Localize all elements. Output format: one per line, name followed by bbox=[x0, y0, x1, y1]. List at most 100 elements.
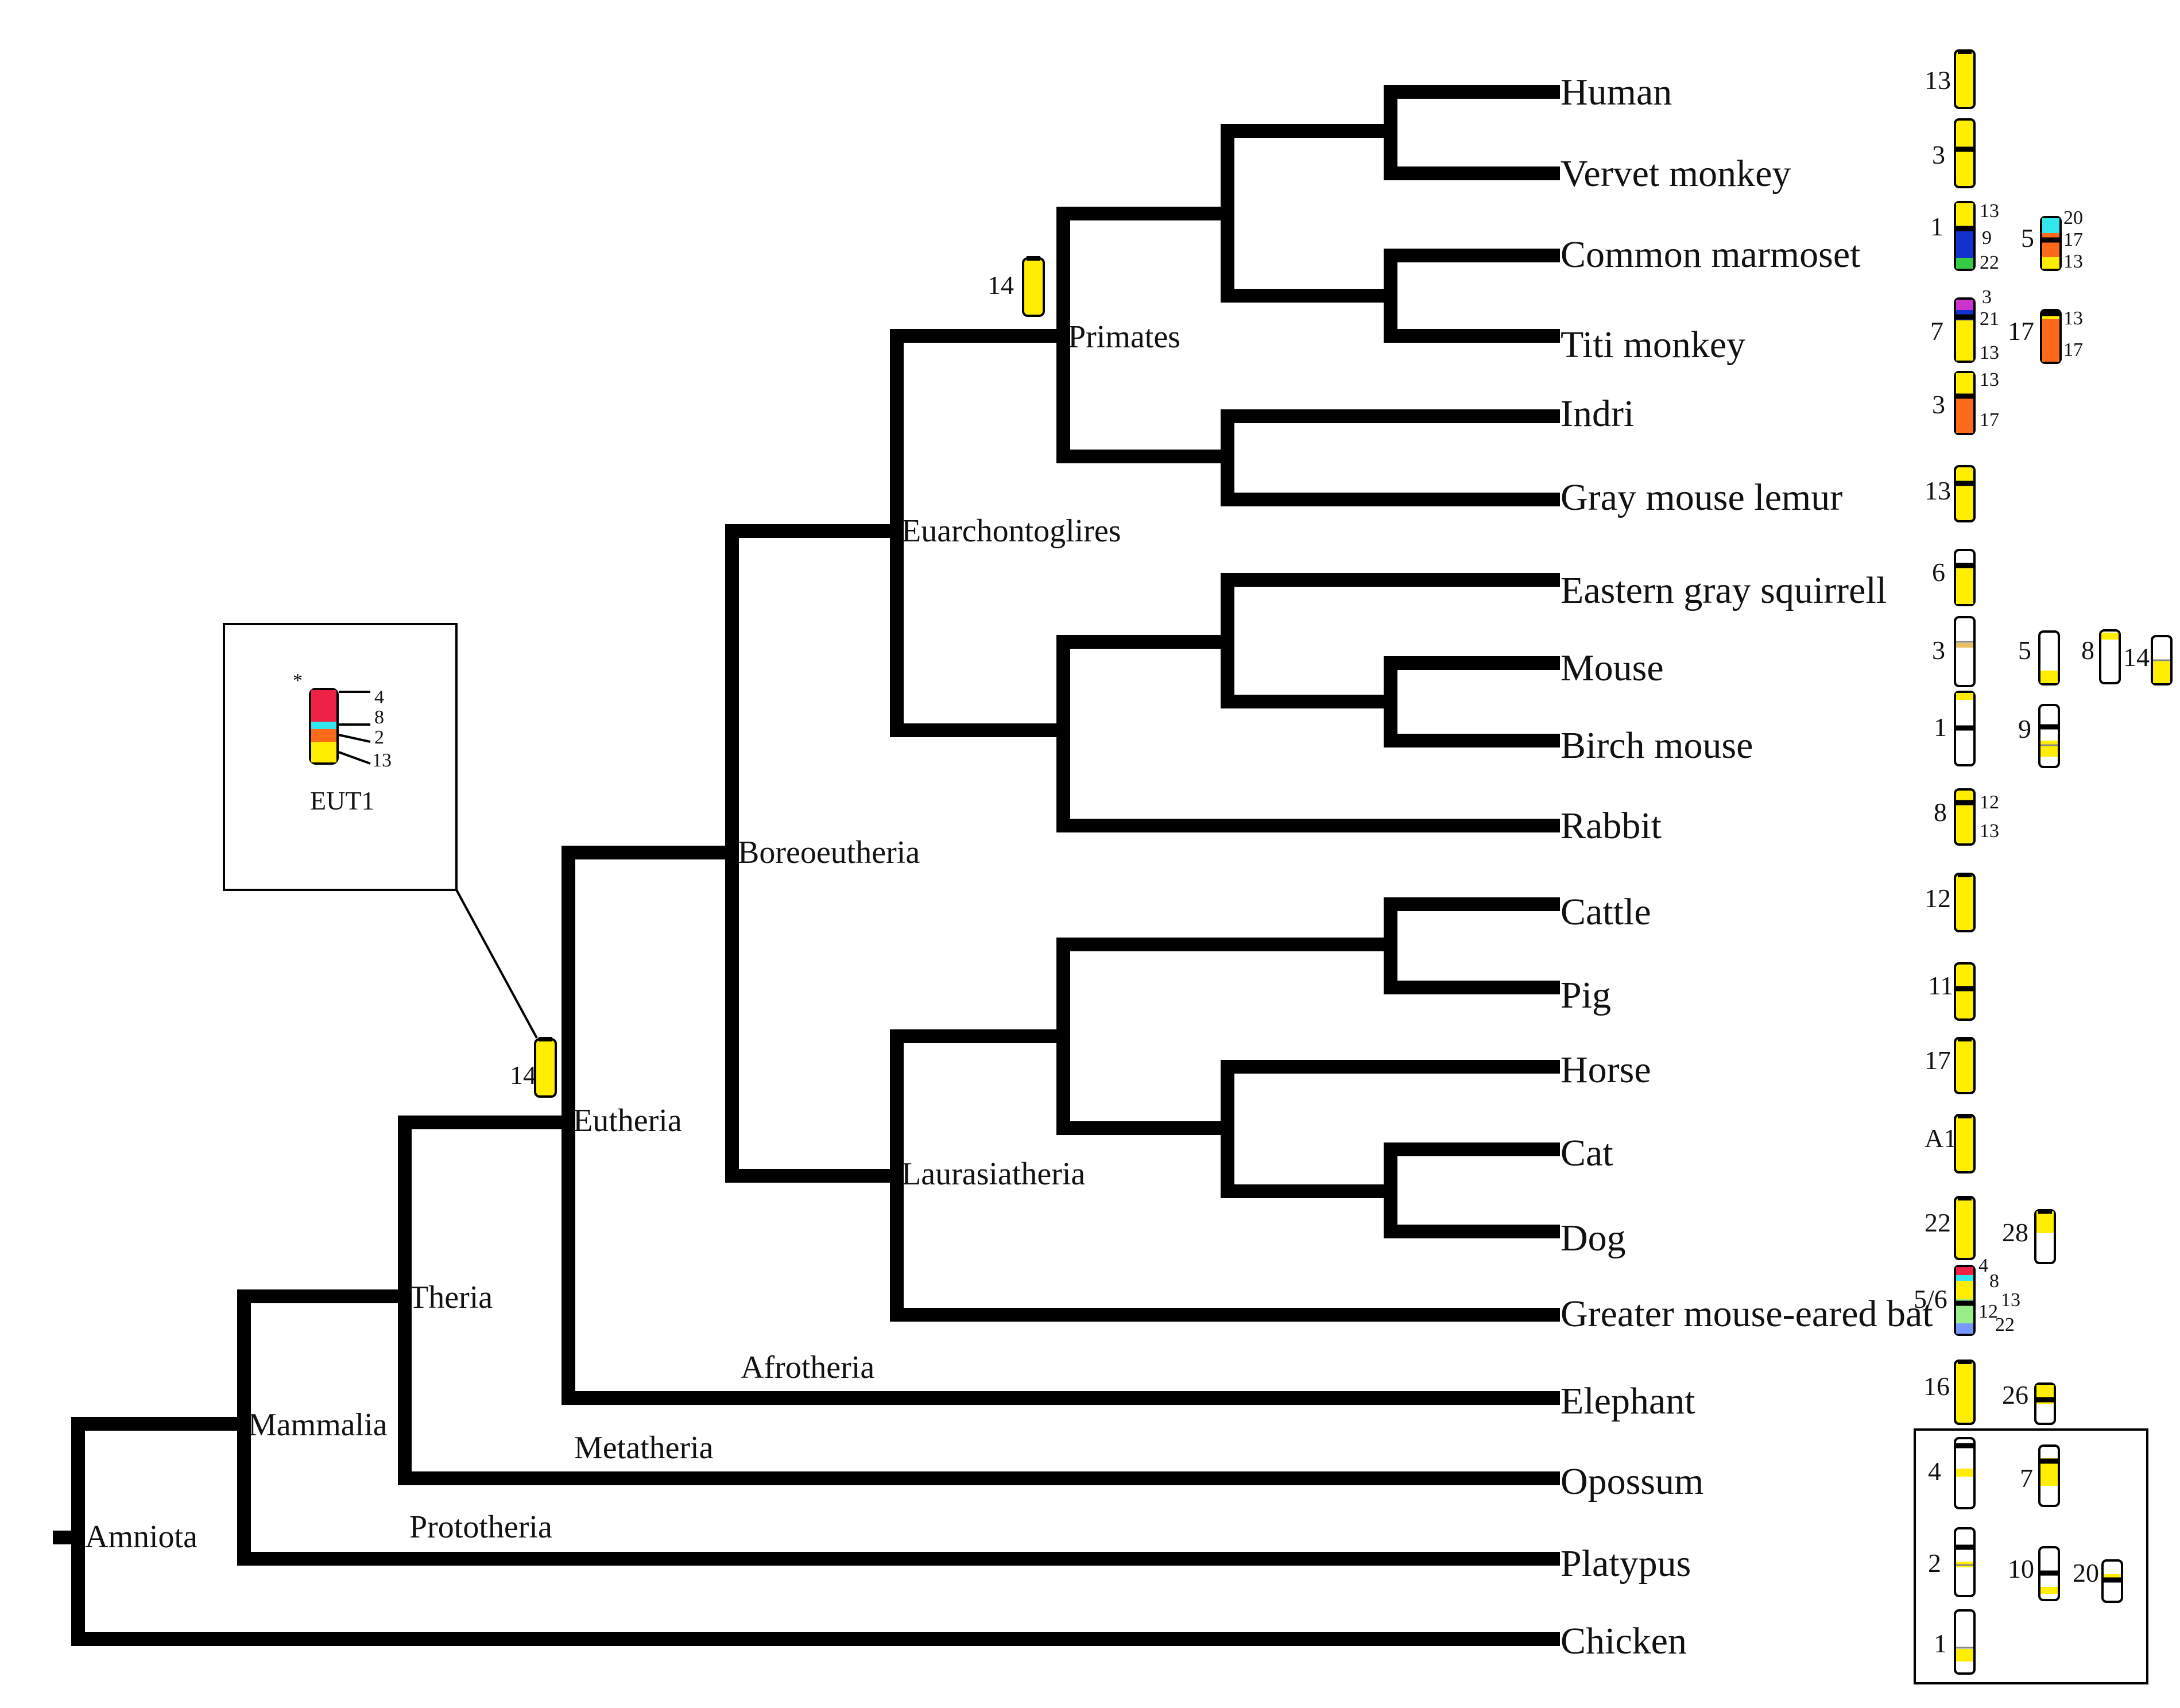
band-label: 12 bbox=[1978, 1301, 1998, 1322]
band-label: 22 bbox=[1980, 252, 1999, 273]
chromosome-body bbox=[1954, 118, 1976, 188]
chromosome-label: 10 bbox=[2008, 1554, 2034, 1583]
chromosome-elephant-26: 26 bbox=[2002, 1380, 2056, 1425]
clade-label-eutheria: Eutheria bbox=[573, 1103, 682, 1138]
chromosome-squirrel-6: 6 bbox=[1932, 549, 1976, 606]
chromosome-segment-9 bbox=[1956, 226, 1973, 258]
species-label-opossum: Opossum bbox=[1561, 1461, 1703, 1502]
chromosome-label: 5 bbox=[2018, 636, 2031, 665]
node-chromosome-eutheria: 14 bbox=[510, 1037, 557, 1098]
chromosome-body bbox=[1954, 49, 1976, 109]
species-label-cattle: Cattle bbox=[1561, 891, 1651, 933]
node-chromosome-label: 14 bbox=[988, 270, 1014, 300]
branch-fereuungulata bbox=[890, 938, 1070, 1135]
chromosome-elephant-16: 16 bbox=[1923, 1360, 1976, 1425]
eut1-band-8 bbox=[311, 722, 336, 729]
chromosome-cap bbox=[1958, 1037, 1972, 1041]
chromosome-cap bbox=[1958, 49, 1972, 54]
tree-branches bbox=[53, 85, 1560, 1646]
chromosome-body bbox=[1954, 1037, 1976, 1094]
chromosome-cattle-12: 12 bbox=[1925, 873, 1976, 932]
chromosome-mouse-5: 5 bbox=[2018, 630, 2060, 685]
chromosome-body bbox=[1954, 873, 1976, 932]
chromosome-segment-13 bbox=[1956, 320, 1973, 361]
eut1-leader-line bbox=[455, 889, 538, 1039]
chromosome-lemur-13: 13 bbox=[1925, 465, 1976, 522]
chromosome-human-13: 13 bbox=[1925, 49, 1976, 109]
chromosome-label: 16 bbox=[1923, 1372, 1950, 1401]
species-label-dog: Dog bbox=[1561, 1217, 1626, 1259]
band-label: 21 bbox=[1980, 308, 1999, 330]
chromosome-label: 1 bbox=[1934, 1629, 1947, 1658]
branch-myomorph bbox=[1221, 656, 1397, 748]
clade-label-primates: Primates bbox=[1068, 319, 1180, 355]
chromosome-label: 8 bbox=[1934, 797, 1947, 827]
band-label: 13 bbox=[2063, 308, 2083, 329]
chromosome-label: 5 bbox=[2021, 223, 2034, 253]
chromosome-label: 13 bbox=[1925, 65, 1951, 95]
chromosome-mouse-14: 14 bbox=[2123, 635, 2173, 685]
chromosome-label: 1 bbox=[1930, 212, 1943, 241]
chromosome-label: 7 bbox=[2020, 1463, 2033, 1493]
chromosome-label: 3 bbox=[1932, 636, 1945, 665]
branch-catarrhines bbox=[1221, 85, 1397, 180]
chromosome-segment-22 bbox=[1956, 1323, 1973, 1334]
chromosome-body bbox=[1954, 962, 1976, 1021]
chromosome-body bbox=[1954, 1360, 1976, 1425]
eut1-chromosome bbox=[309, 688, 339, 765]
chromosome-body bbox=[1954, 1609, 1976, 1675]
chromosome-chicken-1: 1 bbox=[1934, 1609, 1976, 1675]
chromosome-segment-17 bbox=[2042, 319, 2059, 362]
eut1-band-4 bbox=[311, 690, 336, 722]
species-labels: Human Vervet monkey Common marmoset Titi… bbox=[1561, 71, 1933, 1662]
clade-label-theria: Theria bbox=[409, 1280, 493, 1315]
chromosome-marmoset-1: 1 13 9 22 bbox=[1930, 200, 1999, 273]
band-label: 13 bbox=[1980, 820, 1999, 842]
chromosome-segment-17 bbox=[1956, 396, 1973, 433]
branch-platyrrhines bbox=[1221, 249, 1397, 343]
chromosome-label: 7 bbox=[1930, 316, 1943, 346]
chromosome-label: 28 bbox=[2002, 1218, 2028, 1247]
chromosome-cat-a1: A1 bbox=[1925, 1114, 1976, 1173]
clade-label-metatheria: Metatheria bbox=[574, 1430, 714, 1466]
species-label-greater-mouse-eared-bat: Greater mouse-eared bat bbox=[1561, 1293, 1933, 1335]
eut1-band-label: 2 bbox=[374, 727, 384, 748]
node-chromosome-primates: 14 bbox=[988, 256, 1045, 317]
chromosome-body bbox=[1954, 616, 1976, 687]
species-label-chicken: Chicken bbox=[1561, 1620, 1687, 1662]
branch-strepsirrhines bbox=[1056, 409, 1234, 506]
chromosome-cap bbox=[1958, 1360, 1972, 1364]
chromosome-pig-11: 11 bbox=[1928, 962, 1976, 1021]
branch-cetartiodactyla bbox=[1056, 897, 1397, 994]
branch-rodents bbox=[1056, 573, 1234, 708]
species-label-vervet-monkey: Vervet monkey bbox=[1561, 153, 1791, 195]
chromosome-label: 26 bbox=[2002, 1380, 2028, 1409]
eut1-band-label: 4 bbox=[374, 687, 384, 708]
chromosome-label: 8 bbox=[2081, 636, 2094, 665]
eut1-title: EUT1 bbox=[310, 786, 374, 815]
branch-carnivora bbox=[1221, 1142, 1397, 1238]
clade-label-amniota: Amniota bbox=[85, 1519, 198, 1555]
chromosome-body bbox=[1954, 788, 1976, 846]
chromosome-cap bbox=[1958, 1196, 1972, 1200]
branch-laurasiatheria bbox=[725, 1029, 904, 1322]
chromosome-label: 3 bbox=[1932, 140, 1945, 169]
species-label-elephant: Elephant bbox=[1561, 1380, 1695, 1422]
chromosome-segment-13 bbox=[2042, 257, 2059, 269]
species-label-eastern-gray-squirrel: Eastern gray squirrell bbox=[1561, 570, 1887, 611]
chromosome-opossum-4: 4 bbox=[1928, 1437, 1976, 1509]
chromosome-body bbox=[1954, 1114, 1976, 1173]
chromosome-opossum-7: 7 bbox=[2020, 1444, 2060, 1507]
chromosome-titi-17: 17 13 17 bbox=[2008, 308, 2083, 364]
eut1-inset: * 4 8 2 13 EUT1 bbox=[223, 623, 538, 1039]
band-label: 17 bbox=[2063, 229, 2083, 250]
branch-eutheria bbox=[398, 846, 575, 1405]
chromosome-label: 2 bbox=[1928, 1548, 1941, 1578]
band-label: 17 bbox=[2063, 339, 2083, 361]
species-label-cat: Cat bbox=[1561, 1132, 1613, 1174]
chromosome-label: 13 bbox=[1925, 476, 1951, 505]
branch-boreoeutheria bbox=[562, 524, 739, 1183]
branch-theria bbox=[237, 1116, 412, 1485]
chromosome-platypus-10: 10 bbox=[2008, 1546, 2060, 1601]
chromosome-dog-28: 28 bbox=[2002, 1209, 2056, 1264]
